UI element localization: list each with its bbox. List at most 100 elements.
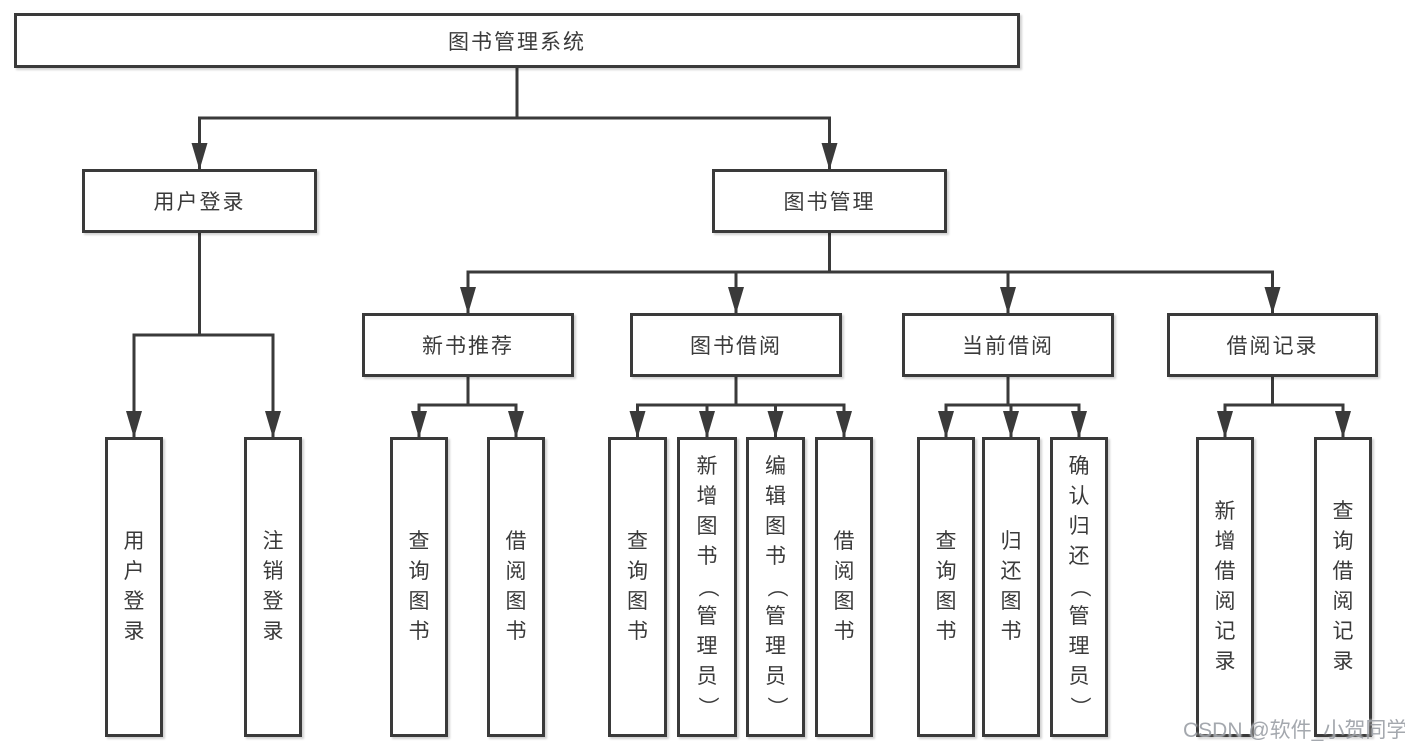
node-label: 查询图书 xyxy=(623,527,653,647)
label-char: 注 xyxy=(262,530,284,553)
node-label: 图书借阅 xyxy=(690,335,782,358)
node-label: 编辑图书（管理员） xyxy=(761,452,791,722)
node-confirm-return: 确认归还 （ 管理员 ） xyxy=(1050,437,1108,737)
node-label: 查询图书 xyxy=(404,527,434,647)
label-char: 员 xyxy=(765,665,786,688)
label-char: 图 xyxy=(627,590,648,613)
label-char: 员 xyxy=(1068,665,1090,688)
label-char: 登 xyxy=(262,590,284,613)
node-root: 图书管理系统 xyxy=(14,13,1020,68)
label-char: 理 xyxy=(765,635,786,658)
label-char: ） xyxy=(696,696,719,718)
label-char: 辑 xyxy=(765,485,786,508)
node-borrow-books-1: 借阅图书 xyxy=(487,437,545,737)
label-char: 增 xyxy=(1214,530,1236,553)
node-user-login-branch: 用户登录 xyxy=(82,169,317,233)
node-query-books-2: 查询图书 xyxy=(608,437,667,737)
label-char: 书 xyxy=(935,620,957,643)
label-char: 查 xyxy=(1332,500,1354,523)
node-label: 图书管理 xyxy=(783,191,876,214)
label-char: 录 xyxy=(123,620,145,643)
label-char: 销 xyxy=(262,560,284,583)
node-label: 新增借阅记录 xyxy=(1210,497,1240,677)
label-char: 查 xyxy=(408,530,430,553)
label-char: 书 xyxy=(765,545,786,568)
label-char: 书 xyxy=(696,545,718,568)
label-char: 书 xyxy=(833,620,855,643)
label-char: 借 xyxy=(505,530,527,553)
node-label: 图书管理系统 xyxy=(448,30,586,54)
label-char: （ xyxy=(764,576,788,598)
label-char: 理 xyxy=(696,635,718,658)
label-char: 查 xyxy=(935,530,957,553)
label-char: 录 xyxy=(262,620,284,643)
label-char: 还 xyxy=(1068,545,1090,568)
node-label: 新书推荐 xyxy=(422,335,514,358)
label-char: 询 xyxy=(1332,530,1354,553)
label-char: 书 xyxy=(627,620,648,643)
label-char: 借 xyxy=(1214,560,1236,583)
label-char: 书 xyxy=(505,620,527,643)
node-query-books-3: 查询图书 xyxy=(917,437,975,737)
label-char: 询 xyxy=(935,560,957,583)
label-char: 记 xyxy=(1214,620,1236,643)
label-char: 图 xyxy=(1000,590,1022,613)
node-book-borrow: 图书借阅 xyxy=(630,313,842,377)
label-char: 编 xyxy=(765,455,786,478)
label-char: 新 xyxy=(696,455,718,478)
label-char: ） xyxy=(764,696,788,718)
label-char: 书 xyxy=(408,620,430,643)
label-char: 理 xyxy=(1068,635,1090,658)
label-char: 图 xyxy=(935,590,957,613)
node-label: 查询图书 xyxy=(931,527,961,647)
node-query-borrow-record: 查询借阅记录 xyxy=(1314,437,1372,737)
label-char: 查 xyxy=(627,530,648,553)
node-book-mgmt: 图书管理 xyxy=(712,169,947,233)
node-new-book-rec: 新书推荐 xyxy=(362,313,574,377)
label-char: 归 xyxy=(1000,530,1022,553)
watermark-text: CSDN @软件_小贺同学 xyxy=(1183,719,1405,742)
node-label: 借阅图书 xyxy=(829,527,859,647)
node-logout-leaf: 注销登录 xyxy=(244,437,302,737)
node-label: 注销登录 xyxy=(258,527,288,647)
node-current-borrow: 当前借阅 xyxy=(902,313,1114,377)
node-borrow-records: 借阅记录 xyxy=(1167,313,1378,377)
label-char: 管 xyxy=(765,605,786,628)
node-label: 用户登录 xyxy=(153,191,246,214)
label-char: 还 xyxy=(1000,560,1022,583)
node-label: 确认归还 （ 管理员 ） xyxy=(1064,452,1094,722)
label-char: 书 xyxy=(1000,620,1022,643)
label-char: 阅 xyxy=(833,560,855,583)
node-label: 归还图书 xyxy=(996,527,1026,647)
label-char: 归 xyxy=(1068,515,1090,538)
label-char: 阅 xyxy=(1332,590,1354,613)
node-label: 用户登录 xyxy=(119,527,149,647)
node-borrow-books-2: 借阅图书 xyxy=(815,437,873,737)
node-label: 借阅记录 xyxy=(1226,335,1319,358)
label-char: 图 xyxy=(833,590,855,613)
node-add-borrow-record: 新增借阅记录 xyxy=(1196,437,1254,737)
node-edit-books: 编辑图书（管理员） xyxy=(746,437,805,737)
label-char: 增 xyxy=(696,485,718,508)
node-return-books: 归还图书 xyxy=(982,437,1040,737)
label-char: 借 xyxy=(833,530,855,553)
label-char: 管 xyxy=(1068,605,1090,628)
label-char: 户 xyxy=(123,560,145,583)
label-char: 登 xyxy=(123,590,145,613)
node-query-books-1: 查询图书 xyxy=(390,437,448,737)
node-label: 新增图书（管理员） xyxy=(692,452,722,722)
label-char: 借 xyxy=(1332,560,1354,583)
label-char: （ xyxy=(696,576,719,598)
label-char: 确 xyxy=(1068,455,1090,478)
label-char: 认 xyxy=(1068,485,1090,508)
node-add-books: 新增图书（管理员） xyxy=(677,437,737,737)
node-user-login-leaf: 用户登录 xyxy=(105,437,163,737)
label-char: 阅 xyxy=(1214,590,1236,613)
label-char: 询 xyxy=(408,560,430,583)
label-char: 管 xyxy=(696,605,718,628)
label-char: 录 xyxy=(1332,650,1354,673)
label-char: ） xyxy=(1068,696,1091,718)
label-char: （ xyxy=(1068,576,1091,598)
